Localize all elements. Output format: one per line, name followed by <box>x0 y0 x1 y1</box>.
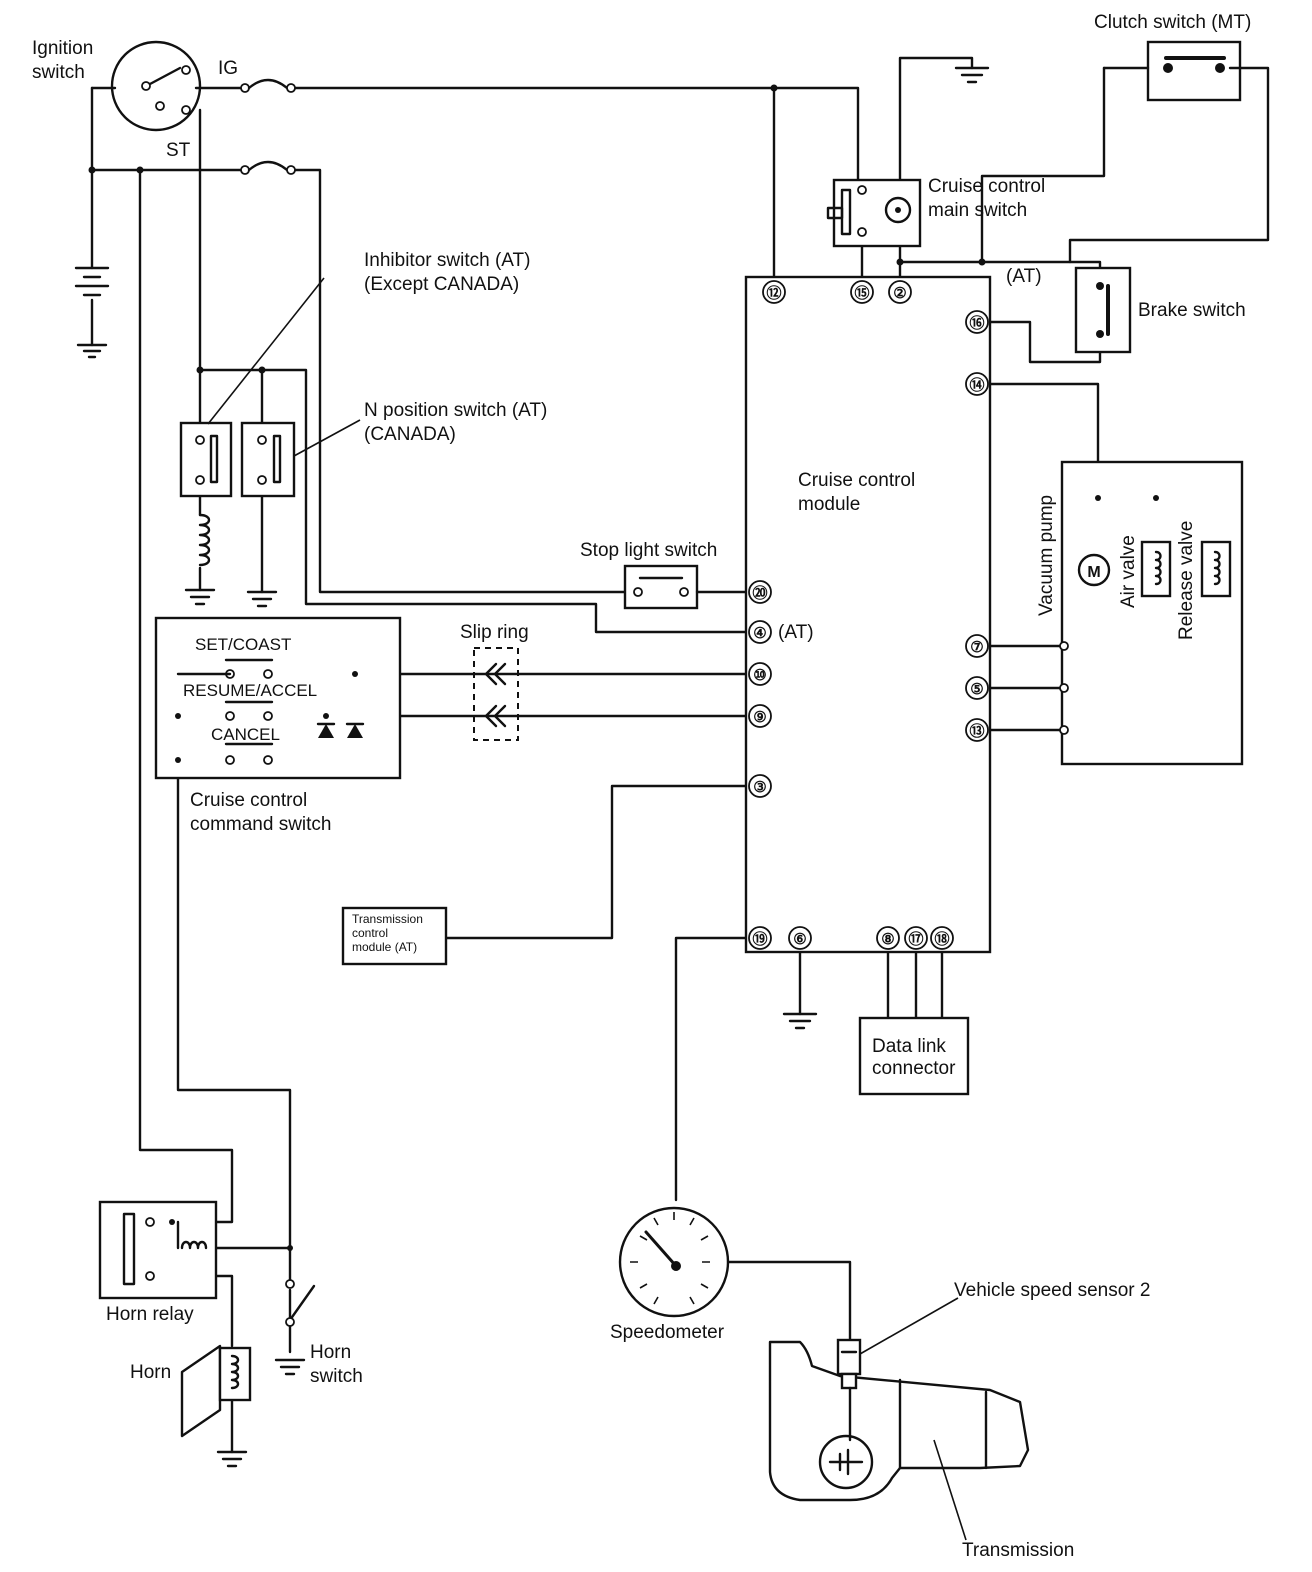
battery-icon <box>74 266 110 297</box>
pin-16: ⑯ <box>969 314 984 332</box>
pin-2: ② <box>893 285 906 302</box>
n-position-switch-icon <box>240 421 296 498</box>
ignition-switch-icon <box>110 40 202 132</box>
horn-relay-label: Horn relay <box>106 1304 194 1325</box>
module-pins: ⑫ ⑮ ② ⑯ ⑭ ⑳ ④ ⑩ ⑨ ③ ⑦ ⑤ ⑬ ⑲ ⑥ ⑧ ⑰ ⑱ <box>748 280 989 950</box>
slip-ring-icon <box>473 647 519 741</box>
ground-main-switch-icon <box>954 66 990 84</box>
pin-5: ⑤ <box>970 681 983 698</box>
pin-18: ⑱ <box>934 930 949 948</box>
transmission-leader <box>933 1439 967 1541</box>
release-valve-label: Release valve <box>1176 521 1197 640</box>
vacuum-pump-label: Vacuum pump <box>1036 495 1057 616</box>
pin-13: ⑬ <box>969 722 984 740</box>
fuse-b-icon <box>240 160 296 175</box>
pin-17: ⑰ <box>908 930 923 948</box>
pin-9: ⑨ <box>753 709 766 726</box>
brake-switch-label: Brake switch <box>1138 300 1246 321</box>
horn-label: Horn <box>130 1362 171 1383</box>
inhibitor-switch-label: Inhibitor switch (AT)(Except CANADA) <box>364 250 530 295</box>
pin-15: ⑮ <box>854 284 869 302</box>
command-switch-box <box>154 616 402 780</box>
pin-20: ⑳ <box>752 584 767 602</box>
ground-n-switch-icon <box>246 590 278 608</box>
vehicle-speed-sensor-icon <box>836 1338 862 1442</box>
stop-light-switch-label: Stop light switch <box>580 540 717 561</box>
inhibitor-leader <box>207 277 325 425</box>
ig-label: IG <box>218 58 238 79</box>
transmission-label: Transmission <box>962 1540 1074 1561</box>
set-coast-label: SET/COAST <box>195 635 291 654</box>
main-switch-icon <box>826 178 922 248</box>
ground-inhibitor-icon <box>184 588 216 606</box>
air-valve-label: Air valve <box>1118 535 1139 608</box>
horn-relay-icon <box>98 1200 218 1300</box>
data-link-connector-box <box>858 1016 970 1096</box>
starter-coil-icon <box>198 513 211 567</box>
brake-at-label: (AT) <box>1006 266 1042 287</box>
inhibitor-switch-icon <box>179 421 233 498</box>
cruise-control-module-box <box>744 275 992 954</box>
speedometer-label: Speedometer <box>610 1322 725 1343</box>
vacuum-pump-box <box>1059 460 1244 766</box>
ground-battery-icon <box>76 343 108 359</box>
pin-19: ⑲ <box>752 930 767 948</box>
cancel-label: CANCEL <box>211 725 280 744</box>
slip-ring-label: Slip ring <box>460 622 529 643</box>
pin-4: ④ <box>753 625 766 642</box>
stop-light-switch-icon <box>623 564 699 610</box>
ground-horn-switch-icon <box>274 1358 306 1376</box>
st-label: ST <box>166 140 191 161</box>
tcm-box <box>341 906 448 966</box>
ground-symbols <box>76 66 990 1468</box>
pin-6: ⑥ <box>793 931 806 948</box>
n-switch-leader <box>293 419 361 457</box>
resume-accel-label: RESUME/ACCEL <box>183 681 317 700</box>
speedometer-icon <box>618 1206 730 1318</box>
pin-8: ⑧ <box>881 931 894 948</box>
horn-icon <box>180 1344 252 1438</box>
transmission-icon <box>768 1340 1030 1502</box>
motor-label: M <box>1087 564 1100 581</box>
pin-3: ③ <box>753 779 766 796</box>
vss-leader <box>859 1297 959 1355</box>
brake-switch-icon <box>1074 266 1132 354</box>
pin-14: ⑭ <box>969 376 984 394</box>
ground-module-icon <box>782 1012 818 1030</box>
pin-10: ⑩ <box>753 667 766 684</box>
horn-switch-icon <box>285 1245 316 1327</box>
pin-12: ⑫ <box>766 284 781 302</box>
vss-label: Vehicle speed sensor 2 <box>954 1280 1150 1301</box>
n-position-switch-label: N position switch (AT)(CANADA) <box>364 400 547 445</box>
fuse-ig-icon <box>240 78 296 93</box>
clutch-switch-label: Clutch switch (MT) <box>1094 12 1251 33</box>
pin4-at-label: (AT) <box>778 622 814 643</box>
pin-7: ⑦ <box>970 639 983 656</box>
junction-dots <box>88 84 986 374</box>
ground-horn-icon <box>216 1450 248 1468</box>
clutch-switch-icon <box>1146 40 1242 102</box>
